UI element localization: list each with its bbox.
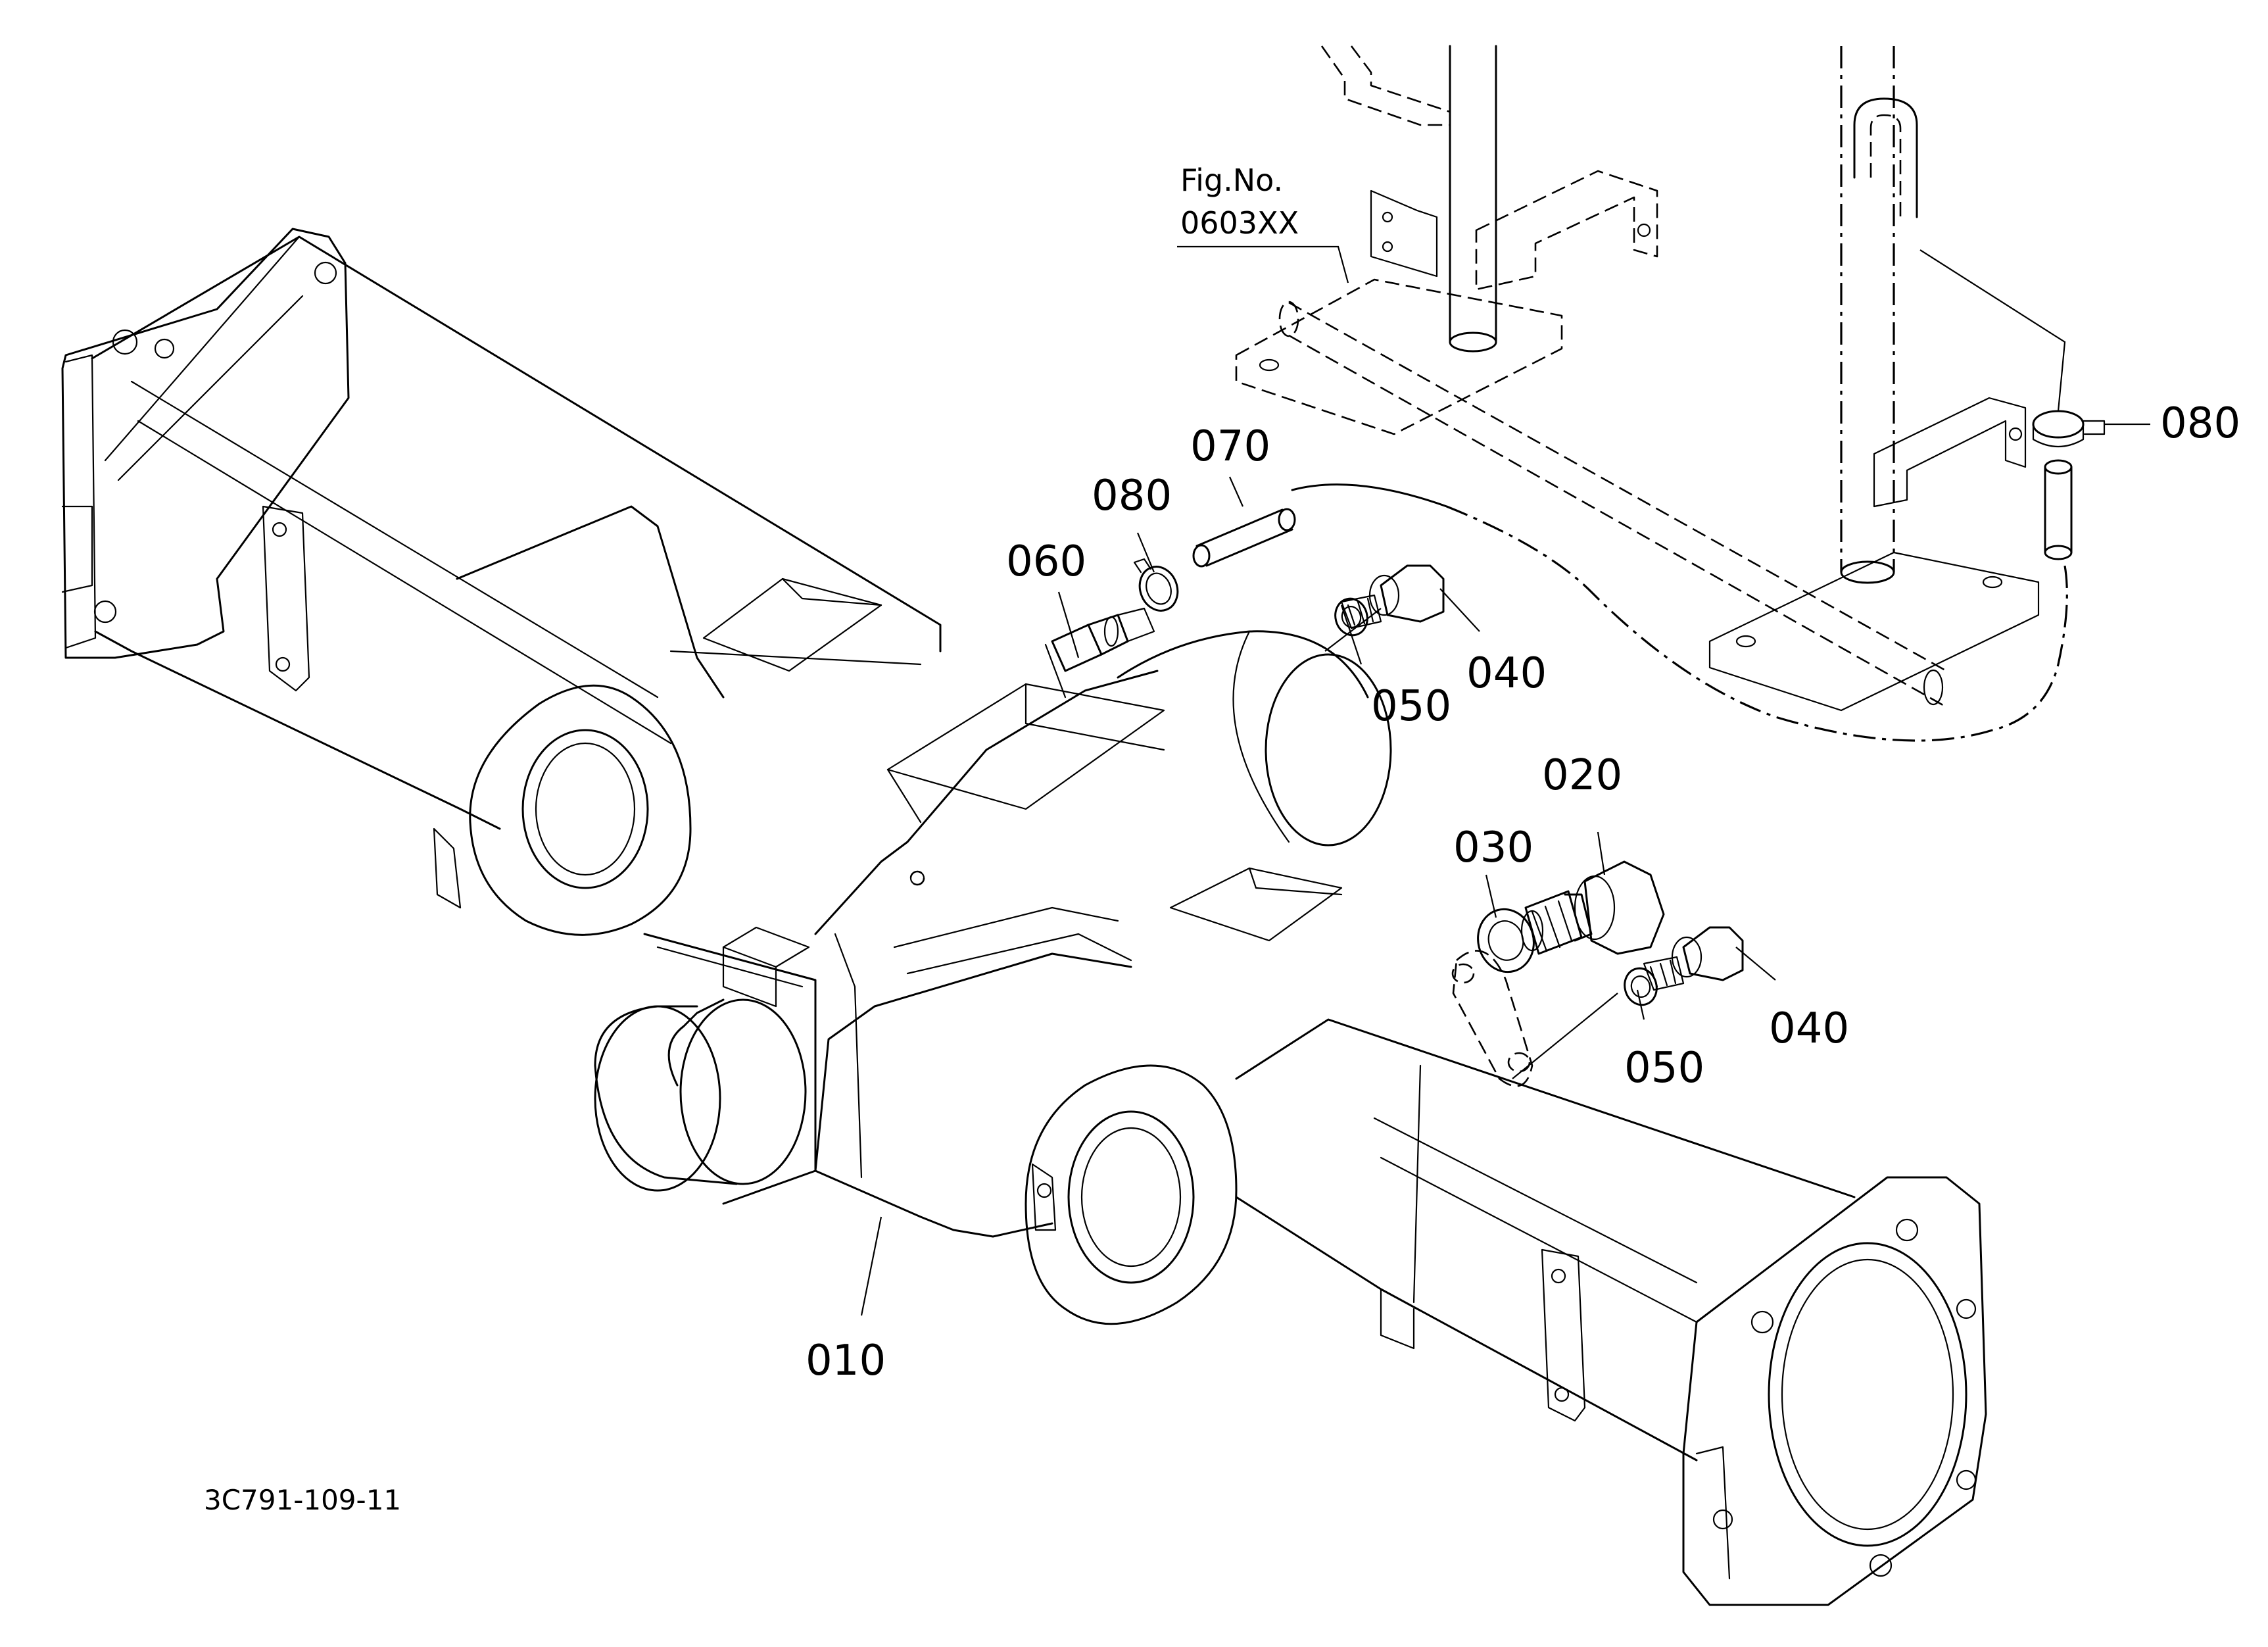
figure-ref-line2: 0603XX bbox=[1180, 205, 1299, 241]
callout-070: 070 bbox=[1190, 422, 1270, 471]
callout-060: 060 bbox=[1006, 537, 1086, 586]
part-030-washer bbox=[1477, 908, 1535, 973]
part-020-plug bbox=[1520, 860, 1665, 955]
callout-labels: 010 020 030 040 040 050 050 060 070 080 … bbox=[204, 162, 2240, 1516]
part-060-fitting bbox=[1044, 607, 1155, 699]
callout-010: 010 bbox=[806, 1337, 886, 1385]
callout-040-lower: 040 bbox=[1769, 1004, 1849, 1053]
callout-020: 020 bbox=[1542, 751, 1622, 800]
callout-080-right: 080 bbox=[2160, 399, 2240, 448]
callout-040-upper: 040 bbox=[1466, 649, 1547, 698]
callout-080-left: 080 bbox=[1092, 472, 1172, 520]
drawing-code: 3C791-109-11 bbox=[204, 1484, 401, 1516]
part-040-plug-lower bbox=[1643, 926, 1744, 991]
part-080-clamp-right bbox=[2032, 410, 2106, 560]
callout-050-lower: 050 bbox=[1624, 1044, 1704, 1093]
axle-housing bbox=[61, 228, 1987, 1606]
figure-ref-line1: Fig.No. bbox=[1180, 162, 1283, 198]
leader-lines bbox=[860, 245, 2150, 1316]
part-050-washer-lower bbox=[1624, 967, 1658, 1006]
part-050-washer-upper bbox=[1334, 597, 1368, 637]
frame-reference-outline bbox=[1235, 45, 2040, 712]
callout-050-upper: 050 bbox=[1371, 682, 1451, 731]
hose-route bbox=[1291, 483, 2068, 742]
part-080-clamp-left bbox=[1133, 558, 1179, 612]
callout-030: 030 bbox=[1453, 823, 1533, 872]
part-070-hose bbox=[1192, 508, 1296, 568]
part-040-plug-upper bbox=[1340, 564, 1445, 629]
